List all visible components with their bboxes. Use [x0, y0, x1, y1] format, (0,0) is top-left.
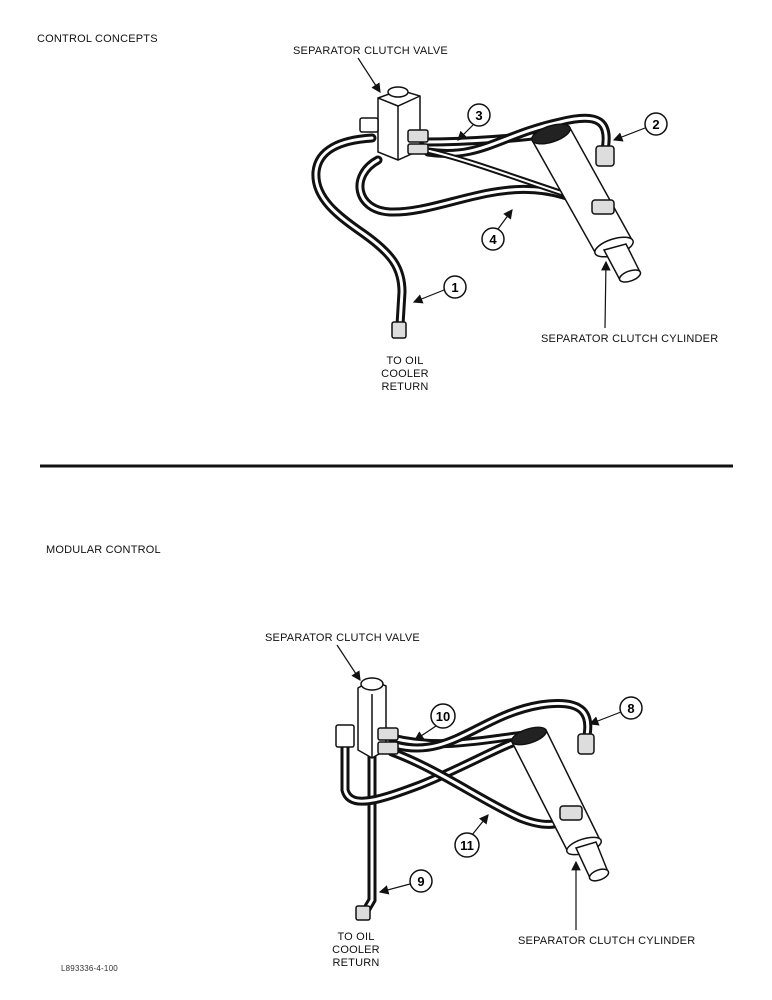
top-valve	[359, 86, 429, 161]
bottom-cylinder	[510, 726, 610, 882]
bottom-hose-lower-loop	[340, 733, 535, 806]
top-valve-label: SEPARATOR CLUTCH VALVE	[293, 45, 448, 57]
top-section-title: CONTROL CONCEPTS	[37, 33, 158, 45]
top-return-label-line2: COOLER	[381, 368, 429, 380]
bottom-cylinder-label: SEPARATOR CLUTCH CYLINDER	[518, 935, 696, 947]
callout-8-number: 8	[627, 701, 634, 716]
callout-4: 4	[481, 209, 513, 251]
callout-1: 1	[412, 275, 467, 304]
callout-9-number: 9	[417, 874, 424, 889]
top-hose-1	[311, 133, 407, 330]
top-return-label-line1: TO OIL	[386, 355, 424, 367]
callout-1-number: 1	[451, 280, 458, 295]
top-diagram: 1 2 3 4	[311, 57, 668, 339]
callout-4-number: 4	[489, 232, 497, 247]
bottom-valve	[335, 677, 399, 759]
figure-code: L893336-4-100	[61, 964, 118, 973]
bottom-diagram: 8 9 10 11	[335, 644, 643, 930]
callout-2: 2	[612, 112, 668, 142]
callout-10-number: 10	[436, 709, 450, 724]
bottom-return-fitting	[355, 905, 371, 921]
callout-9: 9	[378, 869, 433, 895]
bottom-hose-10	[387, 730, 530, 749]
top-cylinder	[530, 123, 642, 283]
callout-2-number: 2	[652, 117, 659, 132]
top-cylinder-label: SEPARATOR CLUTCH CYLINDER	[541, 333, 719, 345]
callout-11: 11	[454, 814, 489, 858]
callout-8: 8	[588, 696, 643, 726]
callout-10: 10	[414, 703, 456, 741]
bottom-return-label-line2: COOLER	[332, 944, 380, 956]
callout-3-number: 3	[475, 108, 482, 123]
bottom-return-label-line3: RETURN	[332, 957, 380, 969]
bottom-hose-8	[390, 699, 593, 753]
top-hose-4	[355, 155, 605, 217]
top-return-fitting	[391, 321, 407, 339]
bottom-return-label-line1: TO OIL	[337, 931, 375, 943]
callout-3: 3	[457, 103, 491, 141]
bottom-hose-9	[360, 735, 377, 917]
bottom-valve-label: SEPARATOR CLUTCH VALVE	[265, 632, 420, 644]
top-hose-2	[423, 113, 611, 159]
callout-11-number: 11	[460, 838, 474, 853]
top-return-label-line3: RETURN	[381, 381, 429, 393]
bottom-section-title: MODULAR CONTROL	[46, 544, 161, 556]
